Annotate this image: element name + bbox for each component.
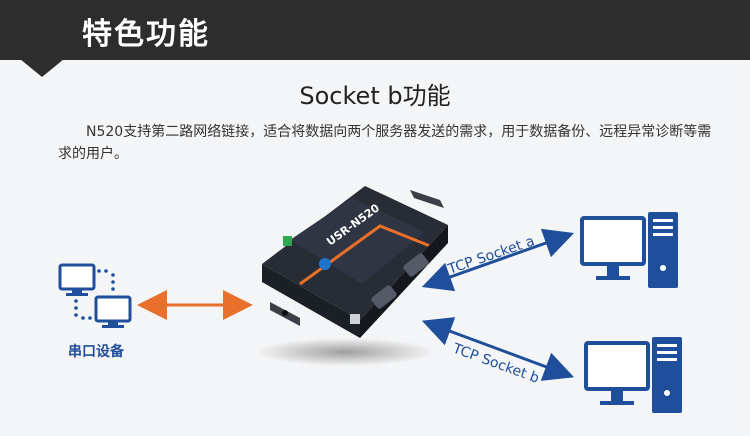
header-banner-notch (20, 59, 64, 77)
section-description: N520支持第二路网络链接，适合将数据向两个服务器发送的需求，用于数据备份、远程… (58, 124, 712, 162)
socket-a-label: TCP Socket a (445, 233, 537, 278)
server-b-icon (584, 337, 682, 413)
header-banner (0, 0, 750, 60)
server-a-icon (580, 212, 678, 288)
socket-b-arrow (421, 317, 575, 381)
serial-devices-icon (58, 263, 132, 328)
header-title: 特色功能 (82, 17, 210, 52)
socket-a-arrow (421, 228, 575, 292)
n520-device: USR-N520 (255, 186, 448, 366)
serial-devices-label: 串口设备 (68, 344, 124, 360)
section-title: Socket b功能 (299, 82, 451, 110)
